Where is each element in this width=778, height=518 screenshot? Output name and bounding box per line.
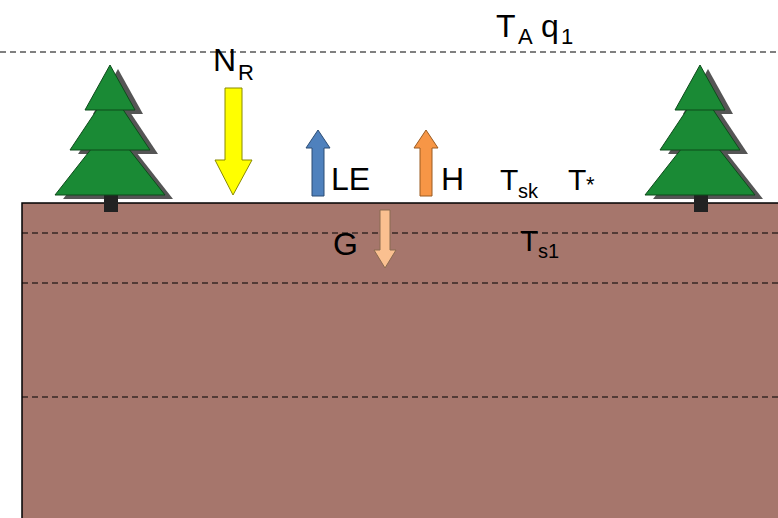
radiation-arrow (215, 88, 252, 195)
symbol-letter: T (568, 165, 586, 195)
tree-left (55, 65, 173, 212)
subscript: s1 (538, 241, 559, 261)
symbol-letter: q (541, 10, 559, 42)
ground-heat-arrow (374, 210, 396, 268)
flux-label: G (333, 228, 358, 260)
subscript: sk (518, 181, 538, 201)
symbol-letter: N (213, 44, 236, 76)
symbol-letter: T (520, 226, 538, 256)
flux-label: H (441, 163, 464, 195)
soil-layer-line (22, 397, 778, 398)
latent-heat-arrow (306, 130, 330, 196)
subscript: R (238, 62, 254, 84)
symbol-letter: T (496, 10, 516, 42)
subscript: * (586, 174, 595, 196)
subscript: 1 (561, 26, 573, 48)
subscript: A (518, 26, 533, 48)
symbol-letter: T (500, 165, 518, 195)
soil-layer-line (22, 283, 778, 284)
flux-label: LE (331, 163, 370, 195)
sensible-heat-arrow (414, 130, 438, 196)
air-level-line (0, 52, 778, 53)
soil-layer-line (22, 233, 778, 234)
tree-right (645, 65, 763, 212)
soil-block (22, 203, 778, 518)
